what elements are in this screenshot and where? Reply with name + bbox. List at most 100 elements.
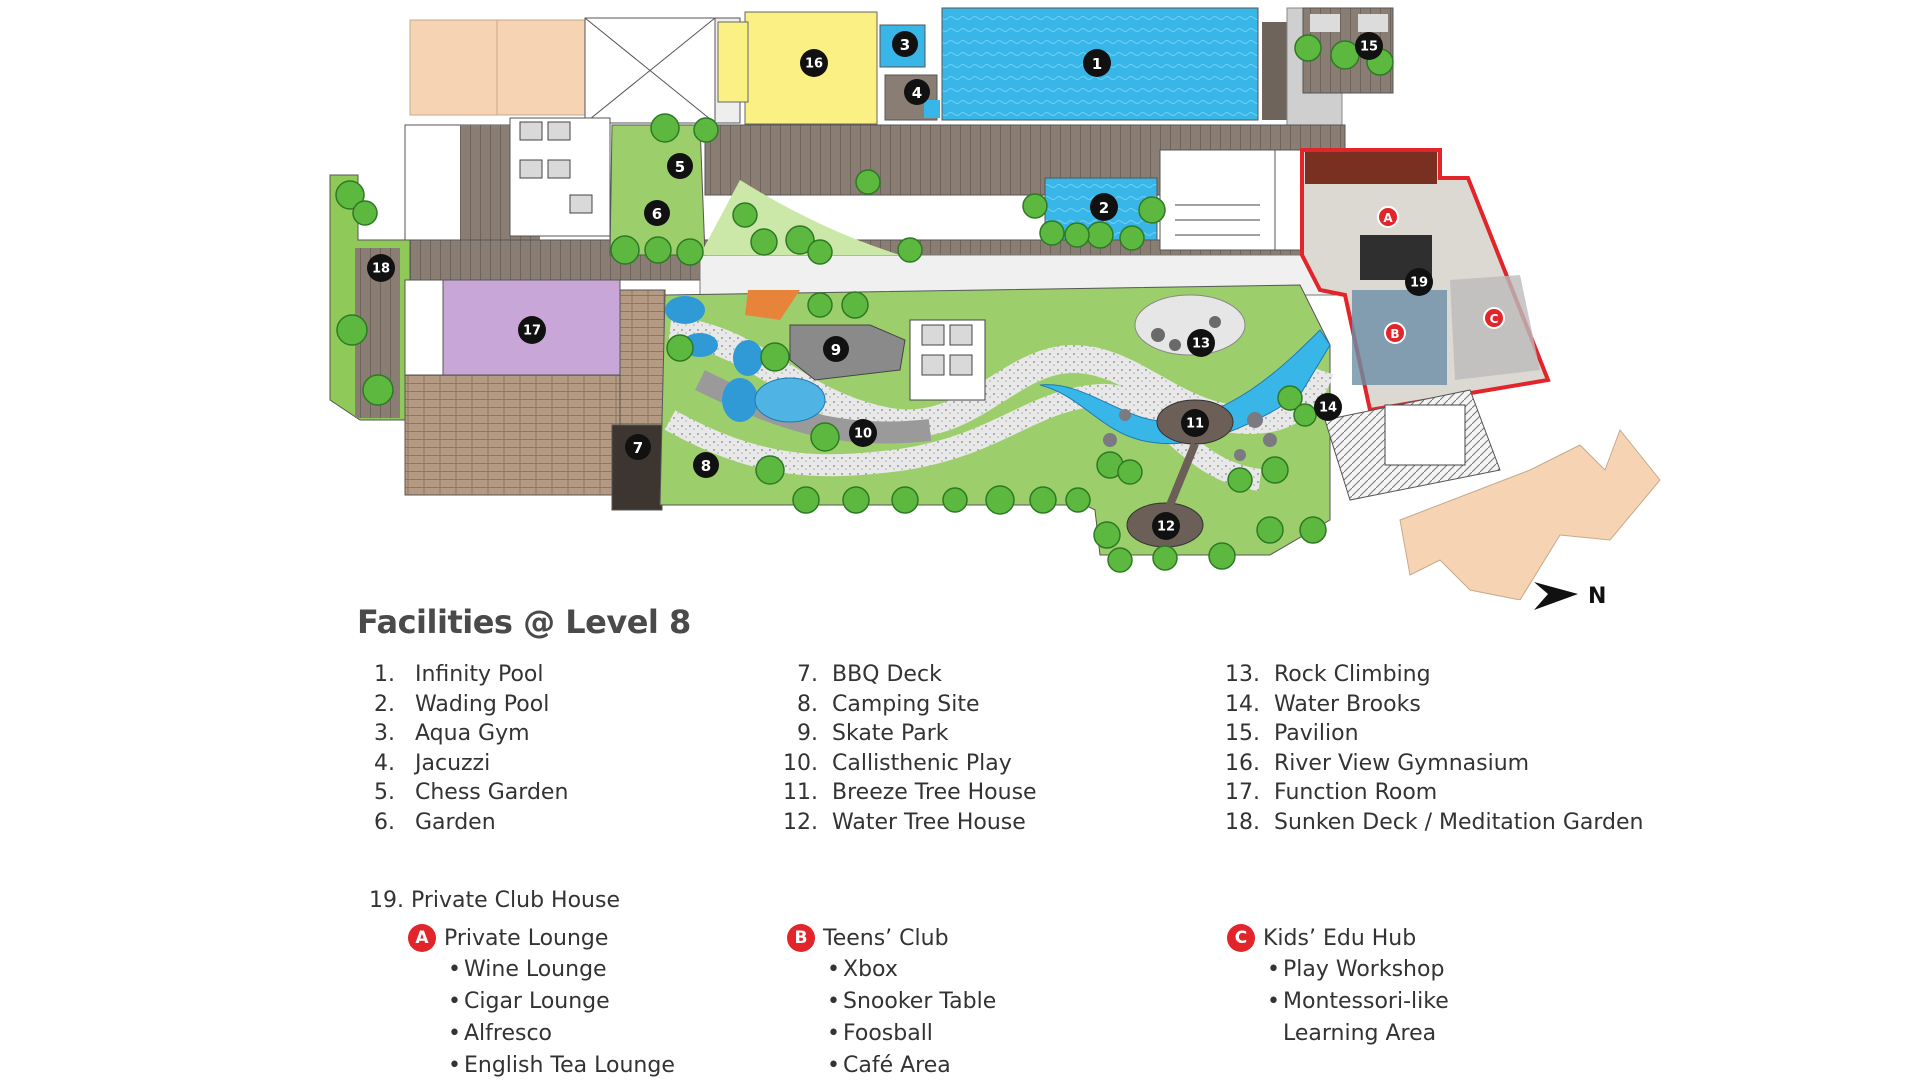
section-item: •Snooker Table [827,986,996,1018]
facility-number: 3. [374,721,395,746]
svg-text:1: 1 [1092,55,1102,73]
facility-item: 2.Wading Pool [357,690,568,720]
svg-text:18: 18 [372,262,390,277]
svg-text:7: 7 [633,439,643,457]
facility-number: 9. [797,721,818,746]
trees [335,34,1394,573]
marker-3[interactable]: 3 [892,31,918,57]
facility-number: 14. [1225,691,1260,717]
section-badge: C [1227,924,1255,952]
marker-c[interactable]: C [1483,307,1505,329]
facility-item: 7. BBQ Deck [770,660,1037,690]
section-name: Private Lounge [444,925,609,951]
item-text: Alfresco [464,1021,553,1046]
svg-text:5: 5 [675,158,685,176]
marker-2[interactable]: 2 [1090,193,1118,221]
svg-text:11: 11 [1186,417,1204,432]
facility-name: Water Brooks [1274,691,1421,717]
svg-text:19: 19 [1410,276,1428,291]
marker-15[interactable]: 15 [1355,32,1383,60]
north-arrow-icon: N [1534,582,1606,610]
facility-name: Function Room [1274,780,1438,805]
marker-12[interactable]: 12 [1152,512,1180,540]
section-item: •Play Workshop [1267,954,1449,986]
facility-name: Skate Park [832,721,949,746]
facility-name: Garden [415,809,496,835]
facility-name: BBQ Deck [832,662,942,687]
marker-10[interactable]: 10 [849,419,877,447]
svg-text:6: 6 [652,205,662,223]
facility-item: 5.Chess Garden [357,778,568,808]
svg-text:16: 16 [805,57,823,72]
facility-item: 1.Infinity Pool [357,660,568,690]
item-text: Montessori-like [1283,989,1449,1014]
facility-item: 8.Camping Site [770,690,1037,720]
section-item: •English Tea Lounge [448,1050,675,1082]
facility-name: River View Gymnasium [1274,750,1530,776]
section-items: •Xbox•Snooker Table•Foosball•Café Area [787,954,996,1082]
bullet: • [827,1021,840,1046]
section-items: •Wine Lounge•Cigar Lounge•Alfresco•Engli… [408,954,675,1082]
svg-text:A: A [1383,211,1393,225]
marker-1[interactable]: 1 [1083,49,1111,77]
svg-text:10: 10 [854,427,872,442]
marker-9[interactable]: 9 [823,336,849,362]
facility-item: 6. Garden [357,808,568,838]
marker-11[interactable]: 11 [1181,409,1209,437]
bullet: • [827,957,840,982]
facility-number: 15. [1225,721,1260,746]
facility-item: 15.Pavilion [1210,719,1643,749]
facility-number: 13. [1225,662,1260,687]
bullet: • [448,989,461,1014]
section-header: A Private Lounge [408,922,675,954]
section-header: C Kids’ Edu Hub [1227,922,1449,954]
marker-7[interactable]: 7 [625,434,651,460]
marker-13[interactable]: 13 [1187,329,1215,357]
marker-16[interactable]: 16 [800,49,828,77]
marker-14[interactable]: 14 [1314,393,1342,421]
facility-name: Sunken Deck / Meditation Garden [1274,809,1644,835]
facility-name: Breeze Tree House [832,780,1037,805]
facility-number: 6. [374,809,395,835]
bullet: • [448,957,461,982]
marker-8[interactable]: 8 [693,452,719,478]
facility-name: Jacuzzi [415,750,491,776]
facility-name: Chess Garden [415,780,569,805]
section-item: •Cigar Lounge [448,986,675,1018]
svg-text:13: 13 [1192,337,1210,352]
facility-item: 16.River View Gymnasium [1210,749,1643,779]
section-name: Kids’ Edu Hub [1263,925,1417,951]
svg-text:12: 12 [1157,520,1175,535]
section-badge: A [408,924,436,952]
facility-name: Aqua Gym [415,721,530,746]
section-item: •Foosball [827,1018,996,1050]
facility-item: 11. Breeze Tree House [770,778,1037,808]
facility-number: 8. [797,691,818,717]
item-text: English Tea Lounge [464,1053,675,1078]
facility-item: 9. Skate Park [770,719,1037,749]
section-item: •Montessori-like [1267,986,1449,1018]
marker-b[interactable]: B [1384,322,1406,344]
marker-5[interactable]: 5 [667,153,693,179]
marker-a[interactable]: A [1377,206,1399,228]
marker-6[interactable]: 6 [644,200,670,226]
marker-4[interactable]: 4 [904,79,930,105]
facility-number: 1. [374,662,395,687]
facility-name: Rock Climbing [1274,662,1431,687]
marker-19[interactable]: 19 [1405,268,1433,296]
bullet: • [1267,989,1280,1014]
facility-item: 14. Water Brooks [1210,690,1643,720]
section-item: •Wine Lounge [448,954,675,986]
item-text: Café Area [843,1053,951,1078]
facility-number: 11. [783,780,818,805]
facility-item: 12.Water Tree House [770,808,1037,838]
marker-18[interactable]: 18 [367,254,395,282]
bullet: • [448,1053,461,1078]
compass-label: N [1588,584,1606,609]
facility-number: 7. [797,662,818,687]
marker-17[interactable]: 17 [518,316,546,344]
